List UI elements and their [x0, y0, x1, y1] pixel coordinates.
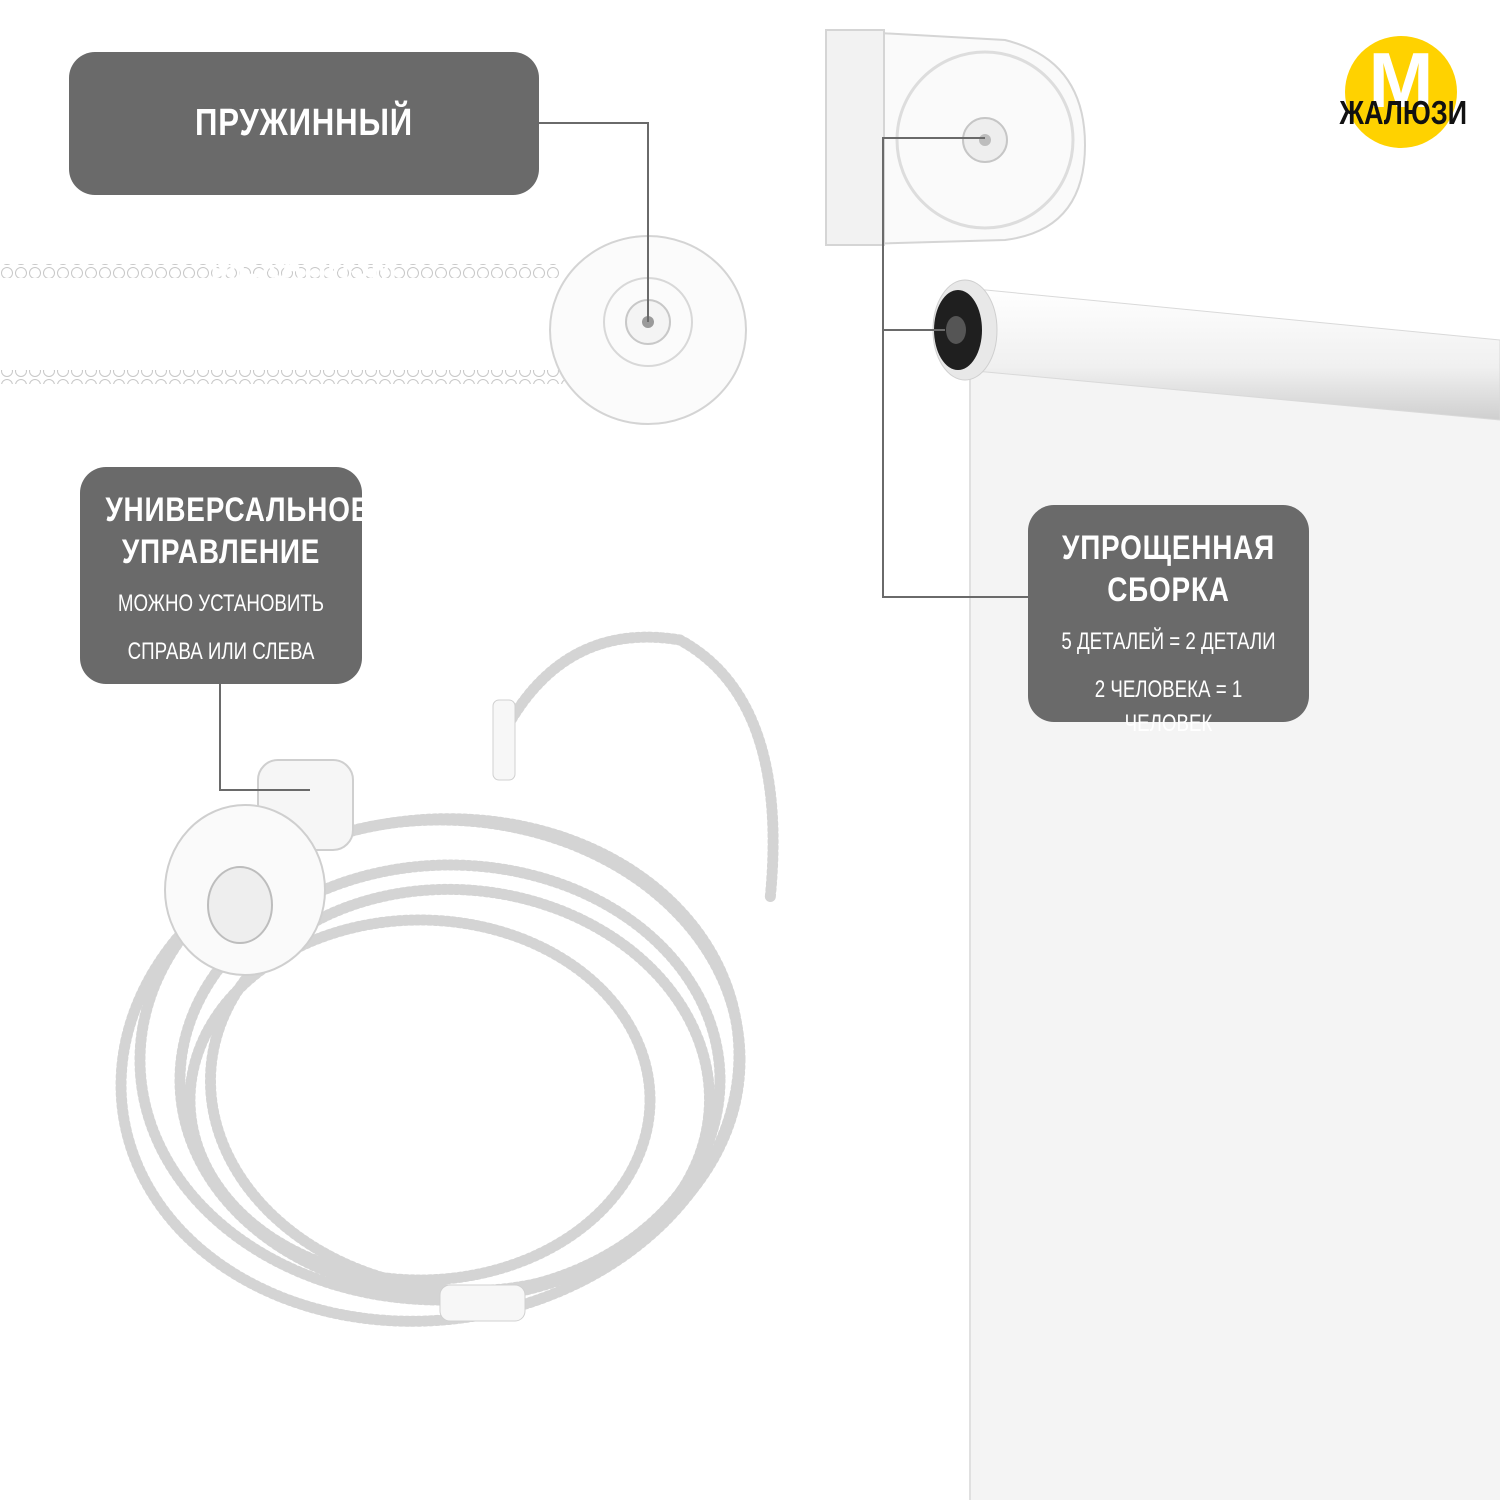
universal-control-title-line2: УПРАВЛЕНИЕ	[121, 533, 321, 571]
logo-letter: М	[1368, 36, 1434, 124]
simple-assembly-label: УПРОЩЕННАЯ СБОРКА 5 ДЕТАЛЕЙ = 2 ДЕТАЛИ 2…	[1028, 505, 1309, 737]
simple-assembly-subtitle-line2: 2 ЧЕЛОВЕКА = 1 ЧЕЛОВЕК	[1094, 676, 1243, 737]
universal-control-subtitle-line1: МОЖНО УСТАНОВИТЬ	[117, 590, 325, 617]
logo-text: ЖАЛЮЗИ	[1339, 94, 1468, 131]
simple-assembly-title-line2: СБОРКА	[1107, 571, 1230, 609]
brand-logo: М ЖАЛЮЗИ	[1330, 36, 1470, 156]
spring-mechanism	[0, 235, 747, 425]
simple-assembly-subtitle-line1: 5 ДЕТАЛЕЙ = 2 ДЕТАЛИ	[1061, 628, 1276, 655]
chain-control-unit	[115, 631, 779, 1327]
connector-lines	[219, 122, 1028, 791]
spring-mechanism-label: ПРУЖИННЫЙ МЕХАНИЗМ	[69, 52, 539, 287]
logo-circle	[1345, 36, 1457, 148]
simple-assembly-title-line1: УПРОЩЕННАЯ	[1062, 529, 1275, 567]
universal-control-label: УНИВЕРСАЛЬНОЕ УПРАВЛЕНИЕ МОЖНО УСТАНОВИТ…	[80, 467, 371, 684]
roller-blind	[932, 279, 1500, 1500]
spring-mechanism-title: ПРУЖИННЫЙ МЕХАНИЗМ	[194, 102, 413, 287]
universal-control-title-line1: УНИВЕРСАЛЬНОЕ	[105, 491, 371, 529]
universal-control-subtitle-line2: СПРАВА ИЛИ СЛЕВА	[127, 638, 315, 665]
